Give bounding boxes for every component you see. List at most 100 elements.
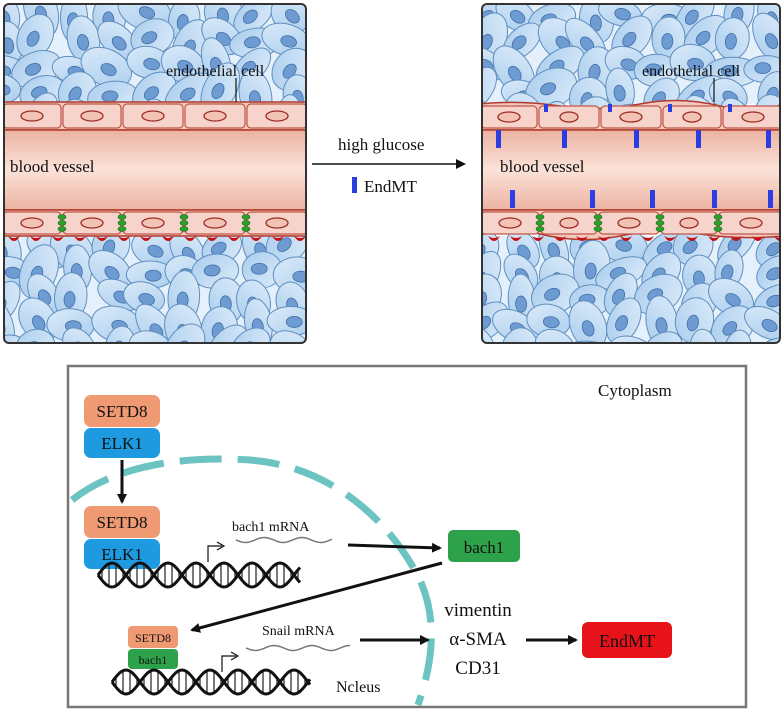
bach1-protein-label: bach1: [464, 538, 505, 557]
endothelial-nucleus: [265, 217, 289, 229]
cell-nucleus: [720, 65, 738, 77]
tissue-cell: [674, 4, 715, 40]
blood-spot: [228, 236, 240, 241]
elk1-label: ELK1: [101, 545, 143, 564]
setd8-label: SETD8: [97, 402, 148, 421]
blood-spot: [140, 236, 152, 241]
cell-nucleus: [482, 291, 488, 308]
cell-nucleus: [695, 30, 711, 46]
cell-nucleus: [614, 8, 631, 21]
elk1-box: [84, 428, 160, 458]
endothelial-nucleus: [141, 217, 165, 229]
cell-nucleus: [285, 9, 300, 24]
cell-nucleus: [622, 31, 637, 47]
cell-nucleus: [63, 291, 76, 308]
tissue-cell: [723, 329, 752, 343]
tissue-cell: [568, 300, 608, 343]
dna-helix: [110, 668, 312, 696]
cell-nucleus: [179, 87, 196, 101]
blood-spots: [488, 236, 780, 241]
blood-vessel-label: blood vessel: [500, 157, 585, 176]
cell-nucleus: [684, 9, 699, 25]
panel-normal: endothelial cell blood vessel: [3, 3, 365, 360]
blood-spots: [8, 236, 306, 241]
cell-nucleus: [765, 345, 784, 361]
endmt-mark: [728, 104, 732, 112]
tight-junction: [655, 214, 665, 232]
cell-nucleus: [24, 63, 42, 76]
tissue-cell: [482, 66, 497, 111]
nuclear-membrane: [69, 455, 435, 707]
cell-nucleus: [318, 57, 337, 73]
cell-nucleus: [112, 340, 125, 343]
tissue-cell: [308, 95, 344, 139]
cell-junctions: [535, 214, 723, 232]
cell-nucleus: [328, 88, 347, 106]
cell-nucleus: [766, 294, 780, 308]
endmt-mark: [650, 190, 655, 208]
cell-nucleus: [280, 35, 297, 48]
cell-nucleus: [584, 262, 597, 280]
cell-nucleus: [540, 82, 557, 96]
tight-junction: [713, 214, 723, 232]
tissue-cell: [229, 327, 271, 343]
cell-nucleus: [4, 84, 11, 96]
blood-vessel: [4, 130, 306, 210]
blood-spot: [52, 236, 64, 241]
setd8-box: [84, 506, 160, 538]
tissue-cell: [500, 327, 539, 343]
tissue-cell: [752, 12, 780, 64]
cell-nucleus: [210, 241, 227, 256]
tissue-cell: [482, 327, 499, 343]
blood-spot: [620, 236, 632, 241]
tissue-cell: [534, 328, 577, 343]
cell-nucleus: [277, 237, 292, 252]
endothelial-nucleus: [203, 217, 227, 229]
tissue-cell: [317, 12, 355, 69]
blood-spot: [488, 236, 500, 241]
cell-nucleus: [215, 341, 233, 360]
cell-nucleus: [244, 36, 261, 49]
endothelial-nucleus: [497, 111, 521, 123]
tissue-cell: [689, 328, 718, 343]
tight-junction: [241, 214, 251, 232]
tight-junction: [57, 214, 67, 232]
blood-spot: [554, 236, 566, 241]
endmt-mark: [562, 130, 567, 148]
tight-junction: [535, 214, 545, 232]
cell-nucleus: [138, 6, 156, 19]
tissue-cell: [303, 249, 350, 300]
tissue-cell: [305, 224, 365, 269]
cell-nucleus: [766, 267, 780, 281]
tissue-cell: [608, 335, 659, 343]
transition: high glucose EndMT: [312, 135, 466, 196]
endmt-mark: [768, 190, 773, 208]
dna-strand: [96, 561, 302, 589]
endmt-outcome-box: [582, 622, 672, 658]
promoter-arrow: [207, 545, 222, 562]
endothelial-nucleus: [80, 110, 104, 122]
cell-nucleus: [725, 293, 741, 307]
cell-junctions: [57, 214, 251, 232]
cell-nucleus: [141, 31, 158, 45]
blood-spot: [576, 236, 588, 241]
blood-vessel-label: blood vessel: [10, 157, 95, 176]
endothelial-nucleus: [20, 110, 44, 122]
cell-nucleus: [292, 270, 306, 283]
bach1-mrna-strand: [235, 536, 333, 544]
endothelial-nucleus: [619, 111, 643, 123]
tissue-cell: [54, 272, 88, 322]
endothelial-nucleus: [617, 217, 641, 229]
blood-spot: [598, 236, 610, 241]
setd8-label: SETD8: [97, 513, 148, 532]
endothelial-nucleus: [265, 110, 289, 122]
cell-nucleus: [581, 320, 595, 337]
blood-spot: [730, 236, 742, 241]
cell-nucleus: [328, 241, 346, 256]
blood-spot: [642, 236, 654, 241]
tissue-cell: [104, 325, 136, 343]
cell-nucleus: [211, 83, 225, 99]
marker-cd31: CD31: [455, 658, 500, 679]
endothelial-nucleus: [203, 110, 227, 122]
promoter-arrow: [221, 655, 236, 672]
